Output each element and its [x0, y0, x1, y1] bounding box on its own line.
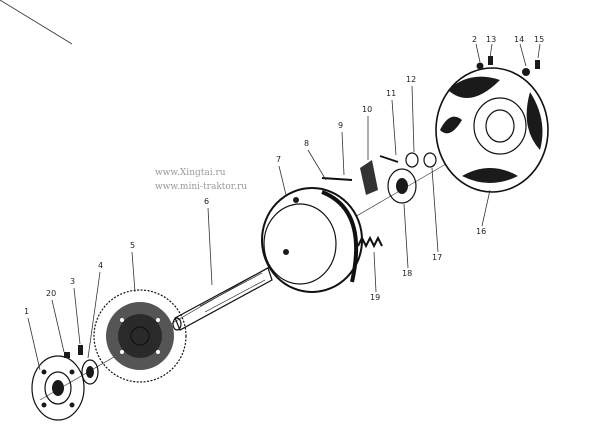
watermark-line-2: www.mini-traktor.ru — [155, 182, 247, 192]
part-7-pressure-plate — [261, 187, 363, 293]
callout-8: 8 — [304, 139, 309, 148]
callout-12: 12 — [406, 75, 416, 84]
callout-14: 14 — [514, 35, 524, 44]
part-18-release-ring — [387, 168, 417, 204]
part-3-bolt — [78, 345, 83, 355]
callout-4: 4 — [98, 261, 103, 270]
part-5-clutch-disc — [93, 289, 187, 383]
callout-3: 3 — [70, 277, 75, 286]
part-16-housing — [435, 67, 549, 193]
callout-9: 9 — [338, 121, 343, 130]
part-11-pin — [379, 155, 399, 163]
callout-5: 5 — [130, 241, 135, 250]
callout-2: 2 — [472, 35, 477, 44]
part-13-bolt — [488, 56, 493, 65]
callout-7: 7 — [276, 155, 281, 164]
part-19-spring — [357, 235, 383, 249]
part-9-pin — [321, 177, 353, 181]
callout-13: 13 — [486, 35, 496, 44]
part-14-nut — [522, 68, 530, 76]
callout-6: 6 — [204, 197, 209, 206]
part-12-washer — [405, 152, 437, 168]
part-1-flange — [31, 355, 85, 421]
callout-20: 20 — [46, 289, 56, 298]
callout-15: 15 — [534, 35, 544, 44]
part-4-bearing — [81, 359, 99, 385]
part-6-shaft — [172, 267, 273, 331]
callout-16: 16 — [476, 227, 486, 236]
part-2-nut — [476, 62, 484, 70]
part-10-lever — [360, 160, 378, 195]
callout-11: 11 — [386, 89, 396, 98]
watermark-line-1: www.Xingtai.ru — [155, 168, 226, 178]
callout-10: 10 — [362, 105, 372, 114]
callout-1: 1 — [24, 307, 29, 316]
callout-18: 18 — [402, 269, 412, 278]
part-15-bolt — [535, 60, 540, 69]
part-20-bolt — [64, 352, 70, 358]
callout-19: 19 — [370, 293, 380, 302]
callout-17: 17 — [432, 253, 442, 262]
